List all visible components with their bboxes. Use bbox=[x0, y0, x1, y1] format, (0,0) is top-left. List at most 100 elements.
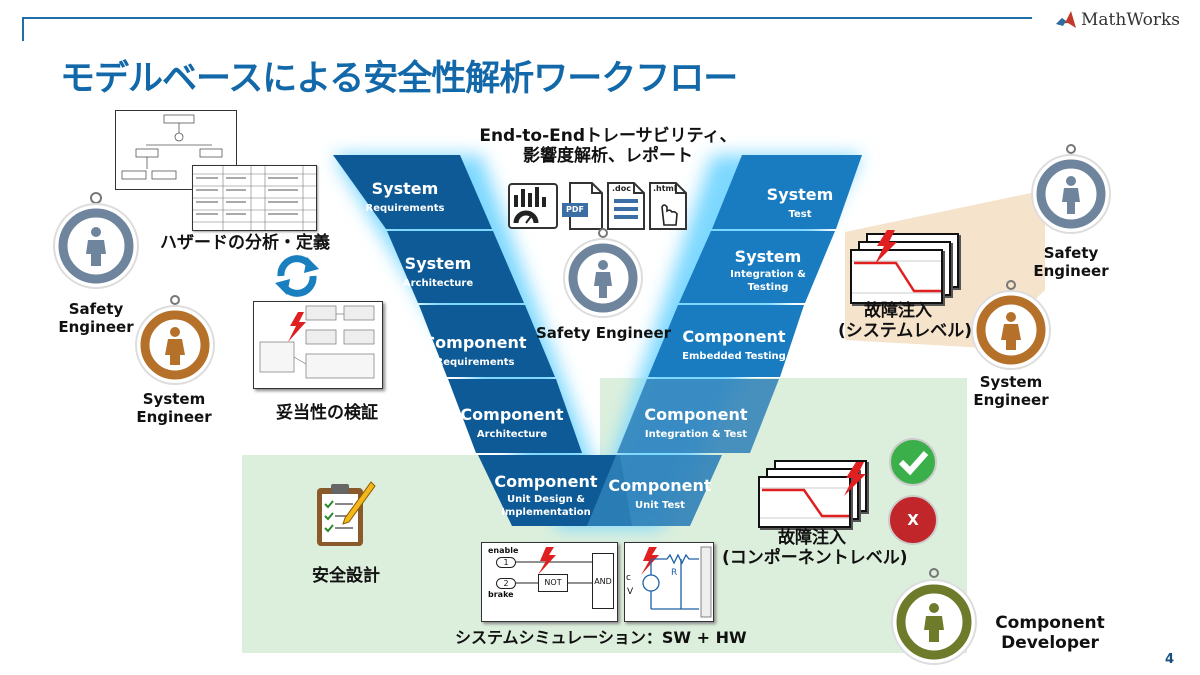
fault-lightning-icon bbox=[844, 462, 866, 496]
v-label-title: Component bbox=[682, 327, 786, 346]
validation-model-diagram bbox=[253, 301, 383, 389]
simulink-logic-model: enable 1 2 brake NOT AND bbox=[481, 542, 618, 622]
html-report-icon: .html bbox=[648, 181, 688, 231]
traceability-label: End-to-Endトレーサビリティ、 影響度解析、レポート bbox=[478, 126, 738, 166]
fail-x-icon: X bbox=[888, 495, 938, 545]
v-label-sub: Requirements bbox=[435, 357, 515, 368]
role-line1: Component bbox=[995, 613, 1105, 633]
v-seg-system-integration bbox=[679, 231, 835, 303]
v-label-sub2: Implementation bbox=[501, 507, 591, 518]
fault-injection-component-label: 故障注入 (コンポーネントレベル) bbox=[722, 528, 908, 568]
role-line1: Safety bbox=[68, 300, 124, 318]
v-seg-component-requirements bbox=[419, 305, 555, 377]
v-seg-system-test bbox=[712, 155, 862, 229]
simscape-circuit-model: c V R bbox=[624, 542, 714, 622]
v-label-sub: Architecture bbox=[402, 278, 474, 289]
v-label-system-integration: System Integration & Testing bbox=[730, 248, 806, 294]
v-label-sub: Unit Test bbox=[635, 500, 685, 511]
inport-2: 2 bbox=[496, 578, 516, 589]
enable-label: enable bbox=[488, 546, 519, 555]
html-label: .html bbox=[653, 184, 677, 193]
dashboard-report-icon bbox=[508, 183, 558, 229]
hazard-table bbox=[193, 166, 316, 230]
system-engineer-right-label: System Engineer bbox=[970, 373, 1052, 409]
system-engineer-left-label: System Engineer bbox=[134, 390, 214, 426]
fault-injection-system-label: 故障注入 (システムレベル) bbox=[838, 301, 972, 341]
source-label: c bbox=[626, 573, 631, 583]
clipboard-checklist-icon bbox=[317, 481, 376, 546]
v-right-arm bbox=[587, 155, 862, 526]
safety-engineer-center-label: Safety Engineer bbox=[536, 324, 672, 342]
role-line2: Developer bbox=[1001, 633, 1099, 653]
v-label-title: Component bbox=[494, 472, 598, 491]
doc-label: .doc bbox=[612, 184, 632, 193]
v-seg-unit-design bbox=[478, 455, 632, 526]
fault-scope-plot bbox=[760, 487, 849, 519]
v-label-sub: Integration & Test bbox=[644, 429, 748, 440]
safety-engineer-center-icon bbox=[563, 228, 643, 318]
v-label-title: Component bbox=[608, 476, 712, 495]
component-developer-label: Component Developer bbox=[990, 613, 1110, 653]
safety-engineer-icon bbox=[53, 192, 139, 289]
traceability-line1: End-to-Endトレーサビリティ、 bbox=[479, 126, 737, 146]
fault-lightning-icon bbox=[875, 230, 897, 264]
v-label-title: System bbox=[734, 247, 802, 266]
component-developer-icon bbox=[891, 568, 977, 665]
v-label-title: Component bbox=[423, 333, 527, 352]
safety-engineer-left-label: Safety Engineer bbox=[56, 300, 136, 336]
role-line1: System bbox=[979, 373, 1043, 391]
fault-lightning-icon bbox=[538, 547, 556, 575]
header-rule-corner bbox=[22, 17, 24, 41]
simulink-logic-lines bbox=[516, 547, 592, 584]
v-label-system-architecture: System Architecture bbox=[403, 255, 473, 290]
page-title: モデルベースによる安全性解析ワークフロー bbox=[60, 59, 738, 99]
doc-report-icon: .doc bbox=[606, 181, 646, 231]
html-document-icon bbox=[649, 182, 687, 230]
v-label-embedded-testing: Component Embedded Testing bbox=[682, 328, 786, 363]
v-label-sub: Embedded Testing bbox=[682, 351, 786, 362]
v-seg-system-architecture bbox=[387, 231, 524, 303]
page-number: 4 bbox=[1165, 652, 1175, 667]
fault-scope-card-front bbox=[758, 476, 851, 528]
logo-text: MathWorks bbox=[1081, 10, 1181, 30]
v-label-unit-design: Component Unit Design & Implementation bbox=[494, 473, 597, 519]
mathworks-logo: MathWorks bbox=[1055, 6, 1180, 34]
not-block: NOT bbox=[538, 574, 568, 592]
system-engineer-right-icon bbox=[971, 280, 1051, 370]
system-engineer-icon bbox=[135, 295, 215, 385]
v-label-title: System bbox=[766, 185, 834, 204]
architecture-model-diagram bbox=[259, 305, 375, 379]
hazard-table-doc bbox=[192, 165, 317, 231]
v-label-sub: Test bbox=[788, 209, 812, 220]
v-label-title: Component bbox=[644, 405, 748, 424]
traceability-line2: 影響度解析、レポート bbox=[523, 146, 693, 166]
v-label-sub: Requirements bbox=[365, 203, 445, 214]
v-label-component-architecture: Component Architecture bbox=[460, 406, 563, 441]
v-label-unit-test: Component Unit Test bbox=[608, 477, 711, 512]
fault-lightning-icon bbox=[641, 547, 659, 575]
v-label-sub2: Testing bbox=[747, 282, 789, 293]
v-seg-integration-test bbox=[617, 379, 779, 453]
v-seg-system-requirements bbox=[333, 155, 492, 229]
fault-lightning-icon bbox=[288, 312, 306, 342]
v-label-title: System bbox=[371, 179, 439, 198]
safety-engineer-right-label: Safety Engineer bbox=[1030, 244, 1112, 280]
v-label-sub: Integration & bbox=[730, 269, 806, 280]
safe-design-label: 安全設計 bbox=[312, 566, 380, 586]
v-left-arm bbox=[333, 155, 632, 526]
circuit-diagram bbox=[641, 546, 712, 618]
v-seg-embedded-testing bbox=[648, 305, 804, 377]
role-line2: Engineer bbox=[973, 391, 1049, 409]
membrane-logo-icon bbox=[1056, 11, 1076, 28]
inport-1: 1 bbox=[496, 557, 516, 568]
fault-injection-line1: 故障注入 bbox=[864, 301, 932, 321]
voltage-label: V bbox=[627, 587, 634, 597]
hazard-analysis-label: ハザードの分析・定義 bbox=[160, 233, 330, 253]
pdf-report-icon: PDF bbox=[562, 181, 604, 231]
role-line2: Engineer bbox=[1033, 262, 1109, 280]
fault-injection-line2: (コンポーネントレベル) bbox=[722, 548, 908, 568]
resistor-label: R bbox=[671, 568, 678, 578]
v-label-title: System bbox=[404, 254, 472, 273]
brake-label: brake bbox=[488, 590, 514, 599]
